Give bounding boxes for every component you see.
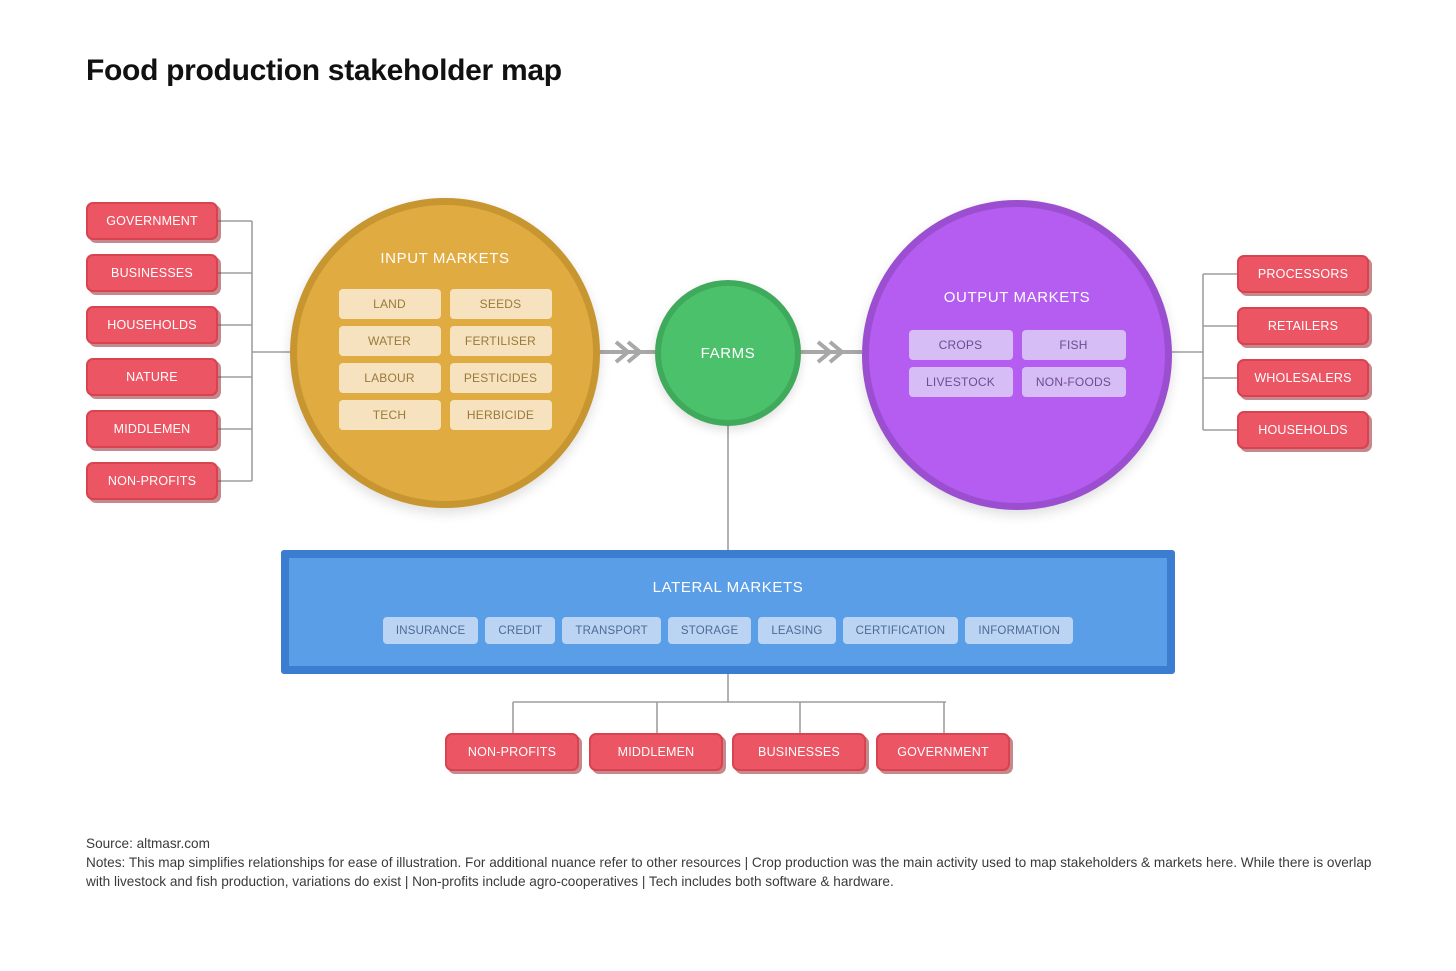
pill-label: GOVERNMENT: [106, 214, 198, 228]
output-markets-tags: CROPS FISH LIVESTOCK NON-FOODS: [908, 330, 1126, 397]
tag-label: CERTIFICATION: [855, 624, 946, 637]
tag-label: INFORMATION: [978, 624, 1061, 637]
tag-label: LIVESTOCK: [926, 375, 995, 389]
tag-label: FERTILISER: [464, 334, 537, 348]
input-tag-labour[interactable]: LABOUR: [338, 363, 441, 393]
tag-label: STORAGE: [680, 624, 739, 637]
stakeholder-right-processors[interactable]: PROCESSORS: [1237, 255, 1369, 293]
lateral-tag-information[interactable]: INFORMATION: [965, 617, 1074, 644]
stakeholder-left-middlemen[interactable]: MIDDLEMEN: [86, 410, 218, 448]
pill-label: BUSINESSES: [758, 745, 840, 759]
stakeholder-bottom-government[interactable]: GOVERNMENT: [876, 733, 1010, 771]
output-markets-circle[interactable]: OUTPUT MARKETS CROPS FISH LIVESTOCK NON-…: [862, 200, 1172, 510]
stakeholder-right-households[interactable]: HOUSEHOLDS: [1237, 411, 1369, 449]
input-tag-water[interactable]: WATER: [338, 326, 441, 356]
output-tag-livestock[interactable]: LIVESTOCK: [908, 367, 1013, 397]
pill-label: BUSINESSES: [111, 266, 193, 280]
tag-label: SEEDS: [479, 297, 522, 311]
lateral-tag-storage[interactable]: STORAGE: [667, 617, 752, 644]
pill-label: HOUSEHOLDS: [107, 318, 197, 332]
tag-label: LEASING: [771, 624, 823, 637]
tag-label: LAND: [373, 297, 406, 311]
tag-label: TRANSPORT: [575, 624, 648, 637]
input-tag-land[interactable]: LAND: [338, 289, 441, 319]
footer-source: Source: altmasr.com: [86, 836, 210, 851]
stakeholder-right-wholesalers[interactable]: WHOLESALERS: [1237, 359, 1369, 397]
input-tag-tech[interactable]: TECH: [338, 400, 441, 430]
lateral-markets-tags: INSURANCE CREDIT TRANSPORT STORAGE LEASI…: [382, 617, 1074, 644]
stakeholder-bottom-businesses[interactable]: BUSINESSES: [732, 733, 866, 771]
footer-notes: Notes: This map simplifies relationships…: [86, 855, 1372, 889]
pill-label: PROCESSORS: [1257, 267, 1349, 281]
stakeholder-left-households[interactable]: HOUSEHOLDS: [86, 306, 218, 344]
input-tag-fertiliser[interactable]: FERTILISER: [449, 326, 552, 356]
pill-label: NATURE: [126, 370, 178, 384]
lateral-tag-transport[interactable]: TRANSPORT: [562, 617, 661, 644]
arrow-farms-to-output: [800, 340, 862, 364]
output-tag-fish[interactable]: FISH: [1021, 330, 1126, 360]
tag-label: TECH: [372, 408, 407, 422]
input-tag-herbicide[interactable]: HERBICIDE: [449, 400, 552, 430]
input-markets-tags: LAND SEEDS WATER FERTILISER LABOUR PESTI…: [338, 289, 552, 430]
lateral-tag-certification[interactable]: CERTIFICATION: [842, 617, 959, 644]
lateral-markets-panel[interactable]: LATERAL MARKETS INSURANCE CREDIT TRANSPO…: [281, 550, 1175, 674]
pill-label: HOUSEHOLDS: [1258, 423, 1348, 437]
stakeholder-bottom-nonprofits[interactable]: NON-PROFITS: [445, 733, 579, 771]
pill-label: GOVERNMENT: [897, 745, 989, 759]
stakeholder-bottom-middlemen[interactable]: MIDDLEMEN: [589, 733, 723, 771]
farms-label: FARMS: [700, 344, 756, 362]
output-markets-heading: OUTPUT MARKETS: [943, 289, 1091, 306]
output-tag-non-foods[interactable]: NON-FOODS: [1021, 367, 1126, 397]
lateral-tag-leasing[interactable]: LEASING: [758, 617, 836, 644]
input-tag-seeds[interactable]: SEEDS: [449, 289, 552, 319]
pill-label: MIDDLEMEN: [113, 422, 191, 436]
farms-circle[interactable]: FARMS: [655, 280, 801, 426]
pill-label: NON-PROFITS: [107, 474, 197, 488]
pill-label: NON-PROFITS: [467, 745, 557, 759]
stakeholder-left-nonprofits[interactable]: NON-PROFITS: [86, 462, 218, 500]
tag-label: INSURANCE: [395, 624, 466, 637]
page-title: Food production stakeholder map: [86, 54, 562, 87]
tag-label: NON-FOODS: [1035, 375, 1112, 389]
input-markets-heading: INPUT MARKETS: [380, 250, 510, 267]
stakeholder-right-retailers[interactable]: RETAILERS: [1237, 307, 1369, 345]
pill-label: RETAILERS: [1267, 319, 1339, 333]
lateral-tag-insurance[interactable]: INSURANCE: [382, 617, 479, 644]
stakeholder-left-government[interactable]: GOVERNMENT: [86, 202, 218, 240]
tag-label: CREDIT: [498, 624, 543, 637]
input-markets-circle[interactable]: INPUT MARKETS LAND SEEDS WATER FERTILISE…: [290, 198, 600, 508]
tag-label: HERBICIDE: [466, 408, 535, 422]
output-tag-crops[interactable]: CROPS: [908, 330, 1013, 360]
input-tag-pesticides[interactable]: PESTICIDES: [449, 363, 552, 393]
pill-label: WHOLESALERS: [1254, 371, 1352, 385]
footer: Source: altmasr.com Notes: This map simp…: [86, 834, 1386, 891]
lateral-tag-credit[interactable]: CREDIT: [485, 617, 556, 644]
stakeholder-left-businesses[interactable]: BUSINESSES: [86, 254, 218, 292]
tag-label: PESTICIDES: [463, 371, 538, 385]
tag-label: FISH: [1059, 338, 1088, 352]
stakeholder-left-nature[interactable]: NATURE: [86, 358, 218, 396]
tag-label: WATER: [368, 334, 411, 348]
tag-label: CROPS: [938, 338, 983, 352]
tag-label: LABOUR: [364, 371, 415, 385]
pill-label: MIDDLEMEN: [617, 745, 695, 759]
arrow-input-to-farms: [598, 340, 658, 364]
lateral-markets-heading: LATERAL MARKETS: [652, 579, 804, 596]
